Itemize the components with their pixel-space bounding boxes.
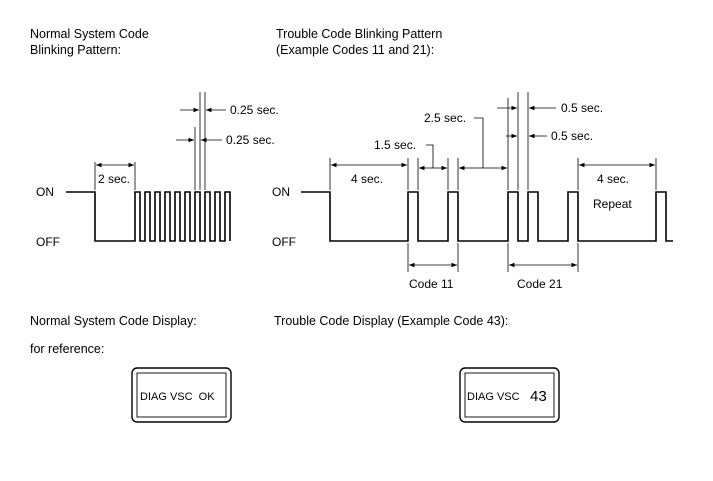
trouble-display-title: Trouble Code Display (Example Code 43): — [274, 314, 508, 328]
reference-note: for reference: — [30, 342, 104, 356]
trouble-code-gap-leader — [474, 117, 484, 168]
trouble-title-line1: Trouble Code Blinking Pattern — [276, 27, 442, 41]
normal-off-label: OFF — [36, 235, 60, 249]
normal-lcd-screen — [136, 372, 227, 418]
code11-label: Code 11 — [409, 277, 454, 291]
trouble-lcd-screen — [464, 372, 555, 418]
normal-waveform — [66, 191, 231, 242]
trouble-repeat-gap-label: 4 sec. — [597, 172, 629, 186]
trouble-pulse-off-label: 0.5 sec. — [551, 129, 593, 143]
normal-on-label: ON — [36, 185, 54, 199]
normal-interval-label: 2 sec. — [98, 172, 130, 186]
trouble-digit-gap-leader — [426, 144, 434, 168]
normal-title-line2: Blinking Pattern: — [30, 43, 121, 57]
normal-title-line1: Normal System Code — [30, 27, 149, 41]
trouble-title-line2: (Example Codes 11 and 21): — [276, 43, 434, 57]
code21-label: Code 21 — [517, 277, 563, 291]
trouble-lcd-prefix: DIAG VSC — [467, 391, 520, 403]
trouble-lcd-code: 43 — [530, 388, 547, 405]
trouble-off-label: OFF — [272, 235, 296, 249]
trouble-on-label: ON — [272, 185, 290, 199]
normal-lcd-text: DIAG VSC OK — [140, 391, 215, 403]
trouble-pulse-on-label: 0.5 sec. — [561, 101, 603, 115]
trouble-start-label: 4 sec. — [351, 172, 383, 186]
normal-display-title: Normal System Code Display: — [30, 314, 197, 328]
normal-flash-on-label: 0.25 sec. — [230, 103, 279, 117]
trouble-digit-gap-label: 1.5 sec. — [374, 138, 416, 152]
trouble-waveform — [301, 191, 673, 242]
trouble-code-gap-label: 2.5 sec. — [424, 111, 466, 125]
normal-flash-off-label: 0.25 sec. — [226, 133, 275, 147]
trouble-repeat-label: Repeat — [593, 197, 632, 211]
